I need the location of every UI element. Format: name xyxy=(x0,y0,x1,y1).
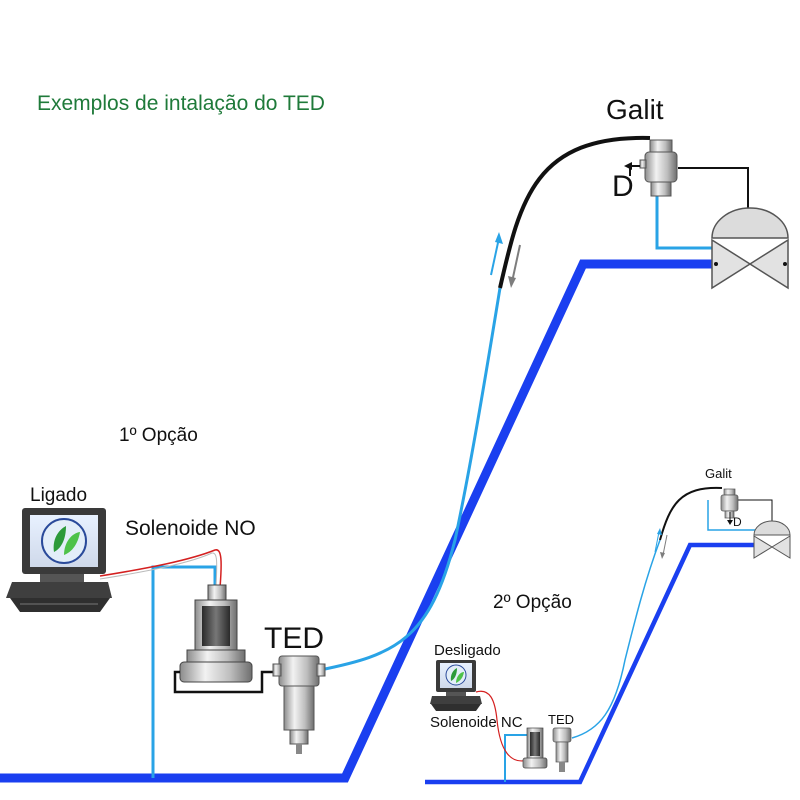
galit-tube-1 xyxy=(498,135,651,289)
galit-tube-2 xyxy=(659,486,723,541)
flow-arrow-down-icon xyxy=(508,244,521,288)
option1-heading: 1º Opção xyxy=(119,425,198,446)
galit-drain-tube-1 xyxy=(655,196,716,250)
ted-device-1 xyxy=(272,655,326,754)
tank-valve-1 xyxy=(711,207,789,290)
branch-tube-1 xyxy=(151,565,217,778)
option2-drain-label: D xyxy=(733,515,742,529)
galit-device-1 xyxy=(639,139,678,197)
option1-galit-label: Galit xyxy=(606,94,664,125)
option2-computer-status: Desligado xyxy=(434,642,501,659)
main-pipe-1 xyxy=(0,259,716,783)
signal-cable-1 xyxy=(99,549,222,589)
option2-ted-label: TED xyxy=(548,712,574,727)
option2-heading: 2º Opção xyxy=(493,592,572,613)
tank-valve-2 xyxy=(753,520,791,559)
signal-cable-2 xyxy=(475,690,529,762)
flow-arrow-up-small-icon xyxy=(654,528,662,553)
ted-device-2 xyxy=(552,727,572,772)
option1-ted-label: TED xyxy=(264,622,324,655)
drain-arrow-icon xyxy=(624,162,640,176)
option1-solenoid-label: Solenoide NO xyxy=(125,517,256,540)
ted-output-tube-1 xyxy=(319,287,502,672)
solenoid-valve-1 xyxy=(179,584,253,683)
option2-galit-label: Galit xyxy=(705,466,732,481)
option1-drain-label: D xyxy=(612,170,634,203)
solenoid-to-ted-line-1 xyxy=(173,670,275,694)
flow-arrow-down-small-icon xyxy=(660,534,668,559)
galit-to-tank-line-2 xyxy=(738,499,773,525)
galit-drain-tube-2 xyxy=(707,500,755,531)
galit-to-tank-line-1 xyxy=(678,167,749,218)
computer-2 xyxy=(430,660,482,711)
drain-arrow-small-icon xyxy=(727,512,733,525)
flow-arrow-up-icon xyxy=(490,232,503,276)
option2-solenoid-label: Solenoide NC xyxy=(430,714,523,731)
ted-output-tube-2 xyxy=(571,539,661,739)
page-title: Exemplos de intalação do TED xyxy=(37,92,325,115)
branch-tube-2 xyxy=(504,734,528,782)
option1-computer-status: Ligado xyxy=(30,485,88,506)
computer-1 xyxy=(6,508,112,612)
main-pipe-2 xyxy=(425,542,755,785)
solenoid-valve-2 xyxy=(522,727,548,769)
